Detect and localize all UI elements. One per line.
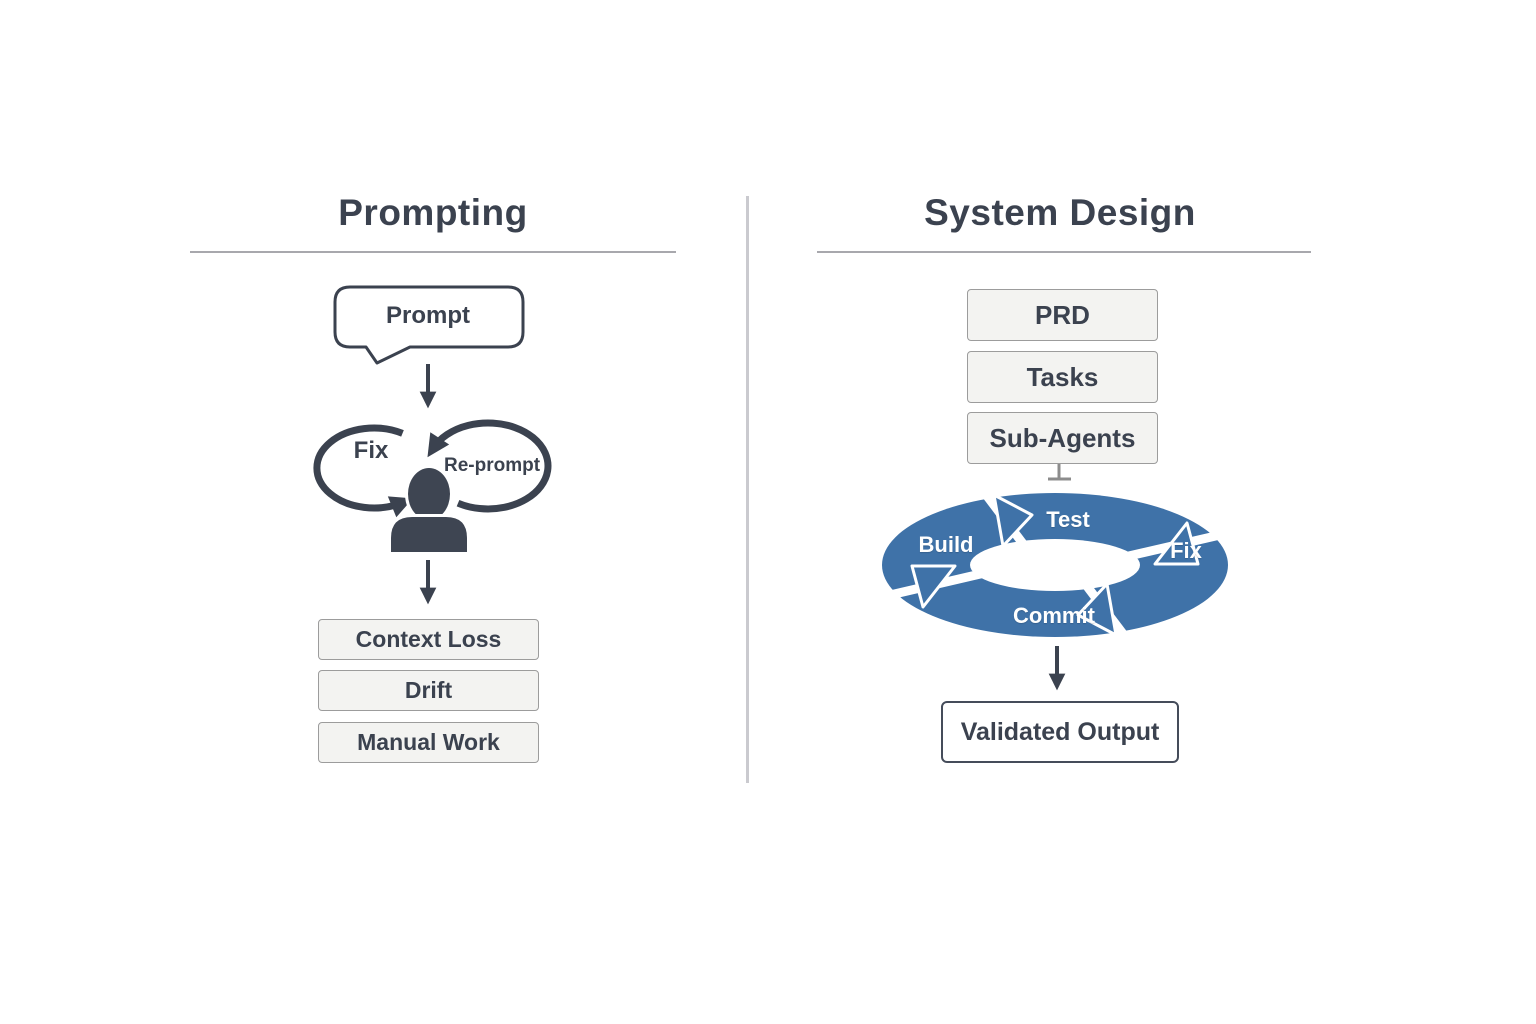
cycle-label-fix: Fix <box>1170 538 1202 563</box>
cycle-label-commit: Commit <box>1013 603 1095 628</box>
connector-line <box>1048 464 1071 481</box>
re-prompt-loop-arrow-icon <box>427 419 552 513</box>
prompt-bubble-label: Prompt <box>386 302 470 329</box>
outcome-box-manual-work: Manual Work <box>318 722 539 763</box>
speech-bubble-icon <box>333 285 525 365</box>
right-column-title: System Design <box>924 192 1196 233</box>
left-title-underline <box>190 251 676 253</box>
outcome-box-context-loss: Context Loss <box>318 619 539 660</box>
input-box-tasks: Tasks <box>967 351 1158 403</box>
input-box-prd: PRD <box>967 289 1158 341</box>
input-box-sub-agents: Sub-Agents <box>967 412 1158 464</box>
column-divider <box>746 196 749 783</box>
left-column-title: Prompting <box>338 192 528 233</box>
right-title-underline <box>817 251 1311 253</box>
user-icon <box>388 465 470 555</box>
outcome-box-drift: Drift <box>318 670 539 711</box>
output-box-validated-output: Validated Output <box>941 701 1179 763</box>
fix-loop-arrow-icon <box>313 424 413 518</box>
cycle-label-test: Test <box>1046 507 1090 532</box>
re-prompt-loop-label: Re-prompt <box>443 455 541 476</box>
build-test-fix-commit-cycle-icon <box>875 477 1235 650</box>
fix-loop-label: Fix <box>353 437 389 464</box>
cycle-label-build: Build <box>918 532 974 557</box>
